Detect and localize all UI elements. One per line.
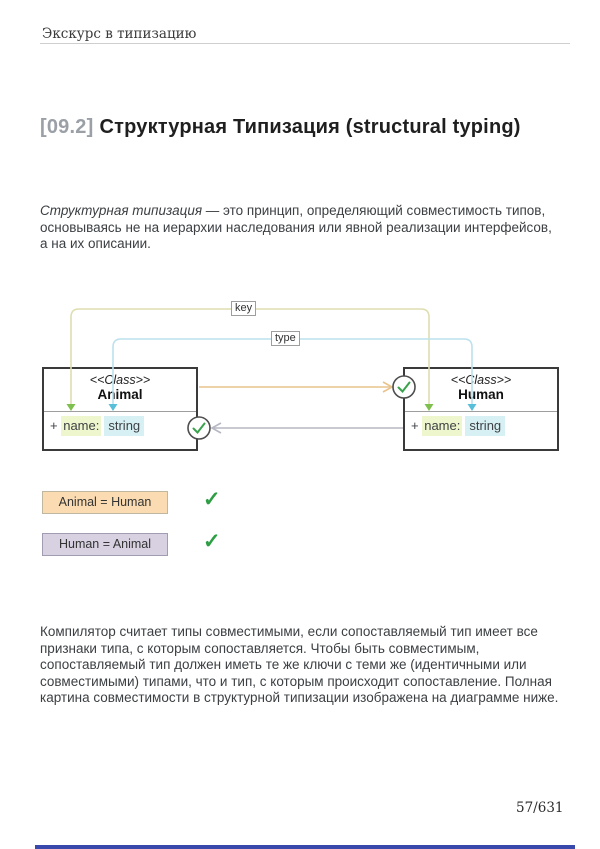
page-number: 57/631: [516, 800, 564, 816]
intro-rest: — это принцип, определяющий совместимост…: [40, 203, 552, 251]
attr-key-highlight: name:: [61, 416, 102, 436]
check-icon: ✓: [203, 530, 221, 553]
class-attribute-human: + name:string: [405, 411, 557, 436]
section-number: [09.2]: [40, 116, 94, 138]
body-paragraph: Компилятор считает типы совместимыми, ес…: [40, 624, 559, 705]
stereotype-label: <<Class>>: [450, 373, 512, 387]
attr-type-highlight: string: [104, 416, 145, 436]
class-attribute-animal: + name:string: [44, 411, 196, 436]
stereotype-label: <<Class>>: [89, 373, 151, 387]
attr-prefix: +: [50, 418, 62, 433]
intro-paragraph: Структурная типизация — это принцип, опр…: [40, 203, 552, 253]
animal-to-human-arrowhead: [382, 381, 394, 393]
check-icon: ✓: [203, 488, 221, 511]
class-head-animal: <<Class>> Animal: [44, 369, 196, 411]
class-head-human: <<Class>> Human: [405, 369, 557, 411]
header-divider: [40, 43, 570, 44]
human-to-animal-arrowhead: [210, 422, 222, 434]
attr-key-highlight: name:: [422, 416, 463, 436]
class-box-animal: <<Class>> Animal + name:string: [42, 367, 198, 451]
legend-animal-equals-human: Animal = Human: [42, 491, 168, 514]
key-connector-label: key: [231, 301, 257, 316]
page-title: [09.2]Структурная Типизация (structural …: [40, 116, 580, 139]
intro-lead-term: Структурная типизация: [40, 203, 203, 218]
section-title-text: Структурная Типизация (structural typing…: [99, 116, 521, 138]
footer-accent-bar: [35, 845, 575, 849]
legend-human-equals-animal: Human = Animal: [42, 533, 168, 556]
attr-prefix: +: [411, 418, 423, 433]
class-name-animal: Animal: [97, 387, 143, 402]
class-name-human: Human: [458, 387, 504, 402]
attr-type-highlight: string: [465, 416, 506, 436]
type-connector-label: type: [271, 331, 300, 346]
class-box-human: <<Class>> Human + name:string: [403, 367, 559, 451]
running-header: Экскурс в типизацию: [42, 26, 197, 42]
